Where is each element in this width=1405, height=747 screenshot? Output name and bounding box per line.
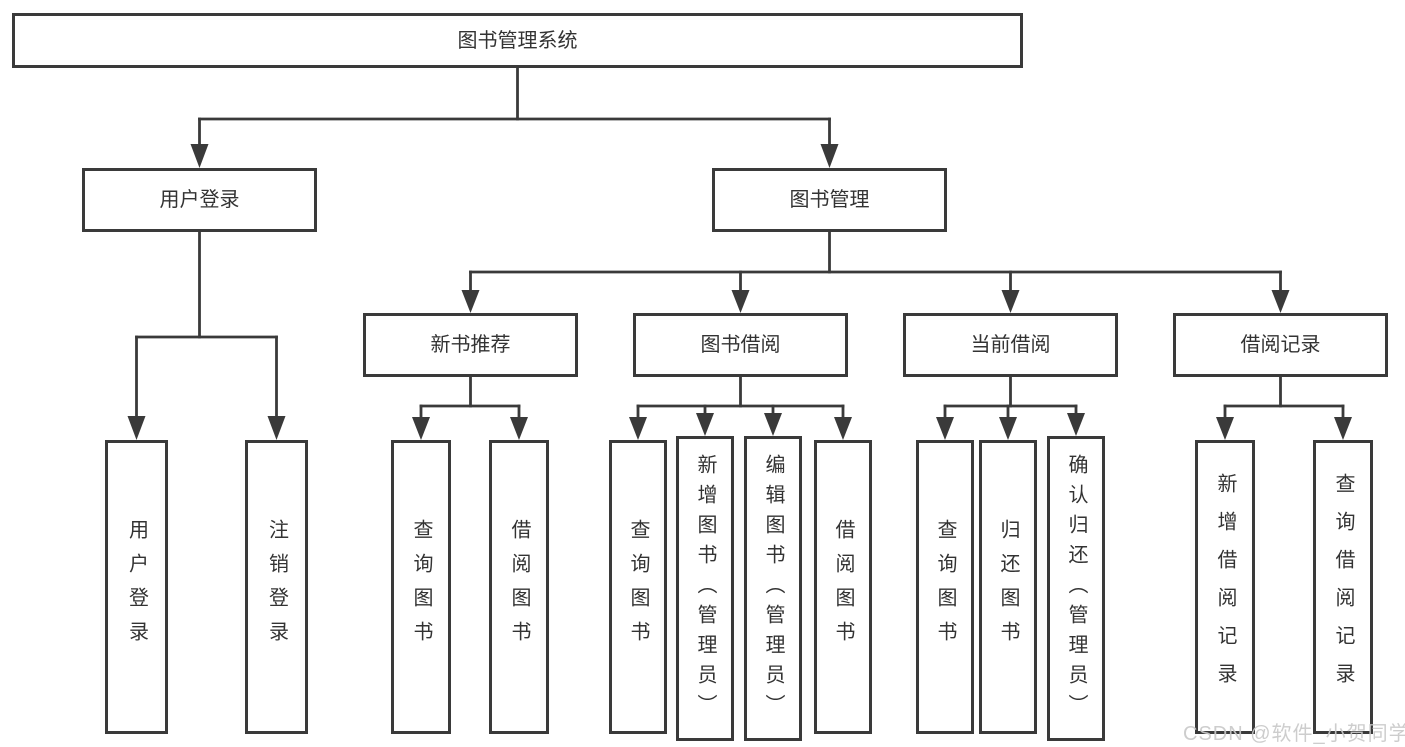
node-current-borrowing: 当前借阅 xyxy=(903,313,1118,377)
node-book-borrowing: 图书借阅 xyxy=(633,313,848,377)
leaf-confirm-return-admin: 确认归还（管理员） xyxy=(1047,436,1105,741)
leaf-user-login: 用户登录 xyxy=(105,440,168,734)
node-book-management: 图书管理 xyxy=(712,168,947,232)
leaf-return-books: 归还图书 xyxy=(979,440,1037,734)
leaf-query-books-borrowing: 查询图书 xyxy=(609,440,667,734)
arrowheads xyxy=(127,144,1352,440)
leaf-query-books-recommend: 查询图书 xyxy=(391,440,451,734)
csdn-watermark: CSDN @软件_小贺同学 xyxy=(1183,723,1405,745)
node-new-book-recommend: 新书推荐 xyxy=(363,313,578,377)
node-user-login: 用户登录 xyxy=(82,168,317,232)
leaf-logout: 注销登录 xyxy=(245,440,308,734)
leaf-query-books-current: 查询图书 xyxy=(916,440,974,734)
leaf-add-borrow-record: 新增借阅记录 xyxy=(1195,440,1255,734)
leaf-borrow-books-recommend: 借阅图书 xyxy=(489,440,549,734)
leaf-query-borrow-record: 查询借阅记录 xyxy=(1313,440,1373,734)
node-root: 图书管理系统 xyxy=(12,13,1023,68)
node-borrowing-records: 借阅记录 xyxy=(1173,313,1388,377)
leaf-add-book-admin: 新增图书（管理员） xyxy=(676,436,734,741)
leaf-edit-book-admin: 编辑图书（管理员） xyxy=(744,436,802,741)
leaf-borrow-books-borrowing: 借阅图书 xyxy=(814,440,872,734)
